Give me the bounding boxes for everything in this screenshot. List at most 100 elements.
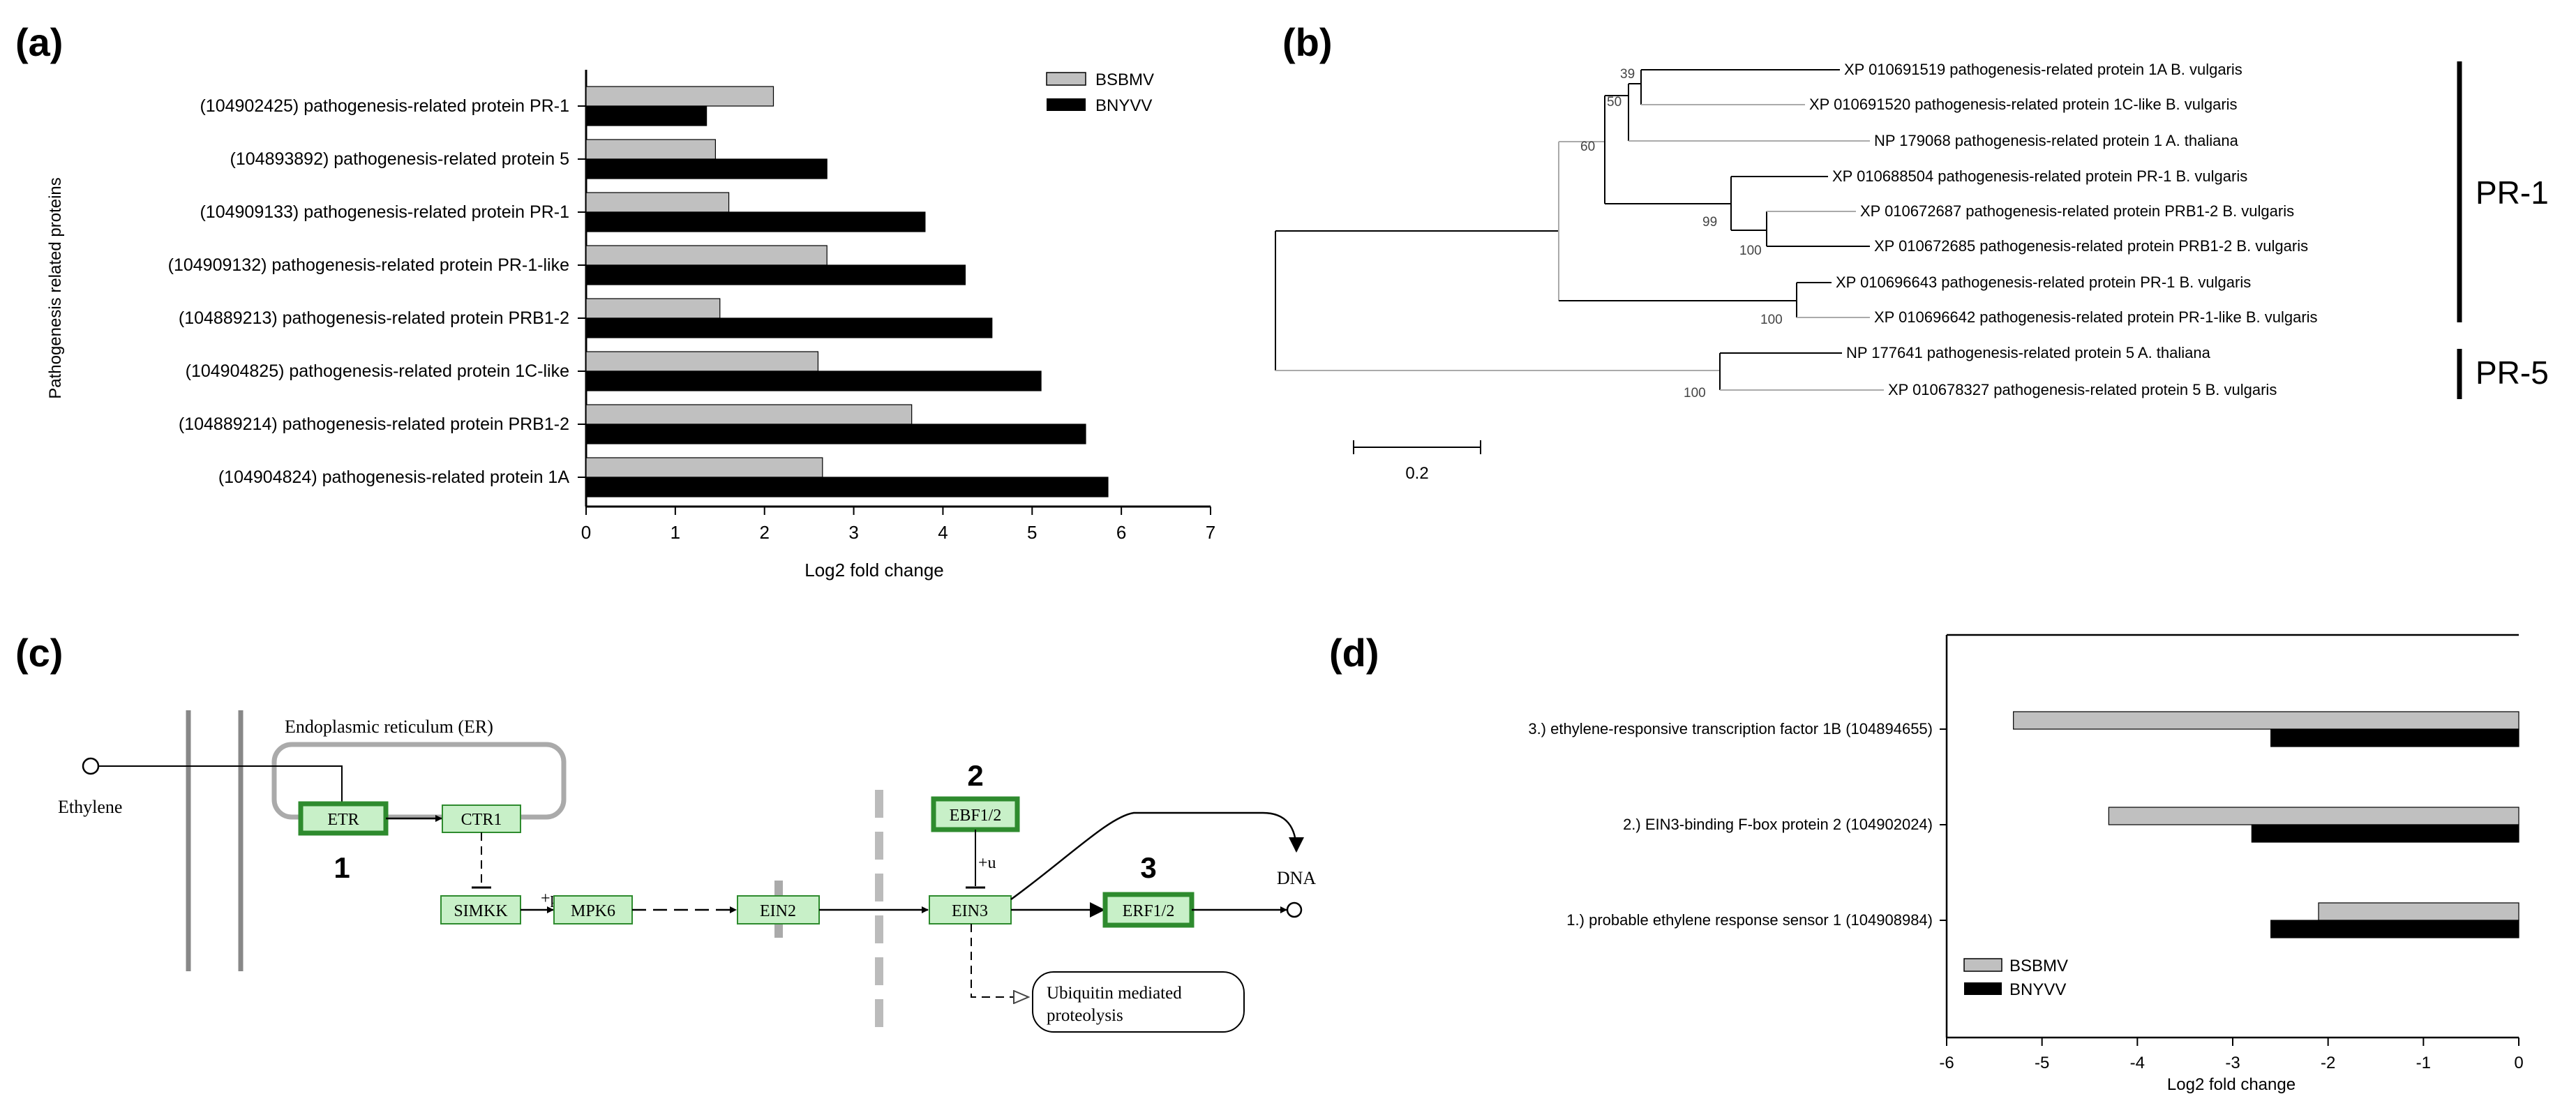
bar-bsbmv bbox=[2013, 711, 2519, 730]
ubiquitin-label-line2: proteolysis bbox=[1047, 1006, 1123, 1025]
plus-u-label: +u bbox=[978, 854, 996, 872]
x-tick-label: 3 bbox=[848, 522, 858, 543]
tree-leaf: XP 010691519 pathogenesis-related protei… bbox=[1844, 61, 2242, 78]
legend-swatch-bnyvv bbox=[1047, 98, 1086, 111]
bar-bsbmv bbox=[585, 351, 819, 372]
x-tick-label: 0 bbox=[2514, 1054, 2523, 1072]
x-tick-label: 6 bbox=[1116, 522, 1126, 543]
legend-swatch-bsbmv bbox=[1046, 72, 1086, 86]
bar-bsbmv bbox=[585, 298, 721, 319]
legend-swatch-bsbmv bbox=[1963, 958, 2002, 972]
ein2-label: EIN2 bbox=[760, 902, 796, 920]
bootstrap-value: 99 bbox=[1702, 215, 1717, 230]
dna-node bbox=[1286, 901, 1303, 918]
chart-d-x-axis-title: Log2 fold change bbox=[2167, 1075, 2296, 1094]
erf12-label: ERF1/2 bbox=[1123, 902, 1175, 920]
legend-swatch-bnyvv bbox=[1964, 982, 2002, 995]
tree-leaf: XP 010678327 pathogenesis-related protei… bbox=[1888, 381, 2277, 398]
etr-label: ETR bbox=[327, 811, 359, 829]
pathway-diagram: Endoplasmic reticulum (ER) Ethylene ETR … bbox=[58, 710, 1316, 1033]
category-label: (104889214) pathogenesis-related protein… bbox=[179, 414, 569, 434]
panel-label-c: (c) bbox=[15, 631, 63, 675]
ethylene-node bbox=[82, 757, 100, 775]
phylogenetic-tree bbox=[1275, 69, 1884, 391]
bar-bsbmv bbox=[585, 457, 823, 478]
erf12-node bbox=[1102, 892, 1195, 928]
tree-leaf: NP 179068 pathogenesis-related protein 1… bbox=[1874, 132, 2239, 149]
category-label: (104904825) pathogenesis-related protein… bbox=[186, 361, 569, 381]
ein3-label: EIN3 bbox=[952, 902, 988, 920]
bootstrap-value: 50 bbox=[1607, 95, 1622, 110]
bootstrap-value: 39 bbox=[1620, 67, 1635, 82]
ethylene-label: Ethylene bbox=[58, 797, 122, 817]
er-compartment bbox=[271, 742, 567, 820]
x-tick-label: 2 bbox=[759, 522, 769, 543]
pathway-number-2: 2 bbox=[967, 759, 983, 792]
etr-node bbox=[298, 801, 389, 836]
bar-bsbmv bbox=[585, 404, 913, 425]
bar-bsbmv bbox=[585, 139, 716, 160]
category-label: (104889213) pathogenesis-related protein… bbox=[179, 308, 569, 328]
tree-leaf: XP 010672687 pathogenesis-related protei… bbox=[1860, 202, 2294, 220]
chart-a-y-axis-title: Pathogenesis related proteins bbox=[46, 177, 65, 399]
x-tick-label: -5 bbox=[2035, 1054, 2049, 1072]
x-tick-label: -2 bbox=[2321, 1054, 2335, 1072]
x-tick-label: 7 bbox=[1206, 522, 1215, 543]
chart-a-x-axis-title: Log2 fold change bbox=[804, 560, 944, 581]
tree-leaf: XP 010688504 pathogenesis-related protei… bbox=[1832, 167, 2247, 185]
x-tick-label: 0 bbox=[581, 522, 591, 543]
bar-bnyvv bbox=[585, 211, 926, 232]
ctr1-label: CTR1 bbox=[461, 811, 502, 829]
bootstrap-value: 60 bbox=[1580, 140, 1595, 154]
category-label: 1.) probable ethylene response sensor 1 … bbox=[1566, 911, 1933, 929]
category-label: (104909132) pathogenesis-related protein… bbox=[168, 255, 569, 275]
category-label: (104893892) pathogenesis-related protein… bbox=[230, 149, 569, 169]
category-label: (104904824) pathogenesis-related protein… bbox=[218, 467, 569, 487]
tree-leaf: XP 010696642 pathogenesis-related protei… bbox=[1874, 308, 2318, 326]
legend-label-bnyvv: BNYVV bbox=[2009, 980, 2066, 999]
category-label: (104909133) pathogenesis-related protein… bbox=[200, 202, 569, 222]
bar-bnyvv bbox=[2251, 824, 2519, 843]
category-label: (104902425) pathogenesis-related protein… bbox=[200, 96, 569, 116]
bar-bsbmv bbox=[2108, 807, 2519, 825]
pathway-number-3: 3 bbox=[1140, 851, 1156, 884]
x-tick-label: -6 bbox=[1939, 1054, 1954, 1072]
ubiquitin-box bbox=[1032, 971, 1245, 1033]
bar-bnyvv bbox=[585, 158, 828, 179]
chart-a: (104902425) pathogenesis-related protein… bbox=[46, 70, 1215, 581]
bar-bnyvv bbox=[585, 264, 966, 285]
er-label: Endoplasmic reticulum (ER) bbox=[285, 717, 493, 737]
simkk-label: SIMKK bbox=[454, 902, 508, 920]
ein2-node bbox=[737, 895, 820, 924]
bar-bnyvv bbox=[2270, 728, 2519, 747]
category-label: 3.) ethylene-responsive transcription fa… bbox=[1528, 720, 1933, 738]
x-tick-label: 5 bbox=[1027, 522, 1037, 543]
bootstrap-value: 100 bbox=[1684, 386, 1706, 400]
bootstrap-values: 39 50 60 99 100 100 100 bbox=[1580, 67, 1783, 400]
x-tick-label: 4 bbox=[938, 522, 948, 543]
panel-label-b: (b) bbox=[1282, 20, 1333, 64]
x-tick-label: -3 bbox=[2225, 1054, 2240, 1072]
category-label: 2.) EIN3-binding F-box protein 2 (104902… bbox=[1623, 816, 1933, 833]
tree-leaf: XP 010691520 pathogenesis-related protei… bbox=[1809, 96, 2238, 113]
chart-d-legend: BSBMV BNYVV bbox=[1963, 957, 2068, 999]
bootstrap-value: 100 bbox=[1760, 313, 1783, 327]
bar-bnyvv bbox=[585, 424, 1086, 444]
legend-label-bsbmv: BSBMV bbox=[1095, 70, 1154, 89]
legend-label-bsbmv: BSBMV bbox=[2009, 957, 2068, 975]
group-label-pr1: PR-1 bbox=[2476, 174, 2549, 211]
tree-leaf: XP 010696643 pathogenesis-related protei… bbox=[1836, 274, 2251, 291]
x-tick-label: -4 bbox=[2130, 1054, 2145, 1072]
tree-leaf: NP 177641 pathogenesis-related protein 5… bbox=[1846, 344, 2211, 361]
panel-label-d: (d) bbox=[1329, 631, 1379, 675]
bar-bsbmv bbox=[585, 86, 774, 107]
bar-bnyvv bbox=[2270, 920, 2519, 938]
bootstrap-value: 100 bbox=[1739, 244, 1762, 258]
pathway-number-1: 1 bbox=[334, 851, 350, 884]
tree-scale-bar: 0.2 bbox=[1353, 440, 1481, 483]
x-tick-label: -1 bbox=[2416, 1054, 2431, 1072]
bar-bsbmv bbox=[585, 192, 730, 213]
ebf12-label: EBF1/2 bbox=[950, 807, 1002, 825]
tree-scale-label: 0.2 bbox=[1405, 464, 1428, 483]
